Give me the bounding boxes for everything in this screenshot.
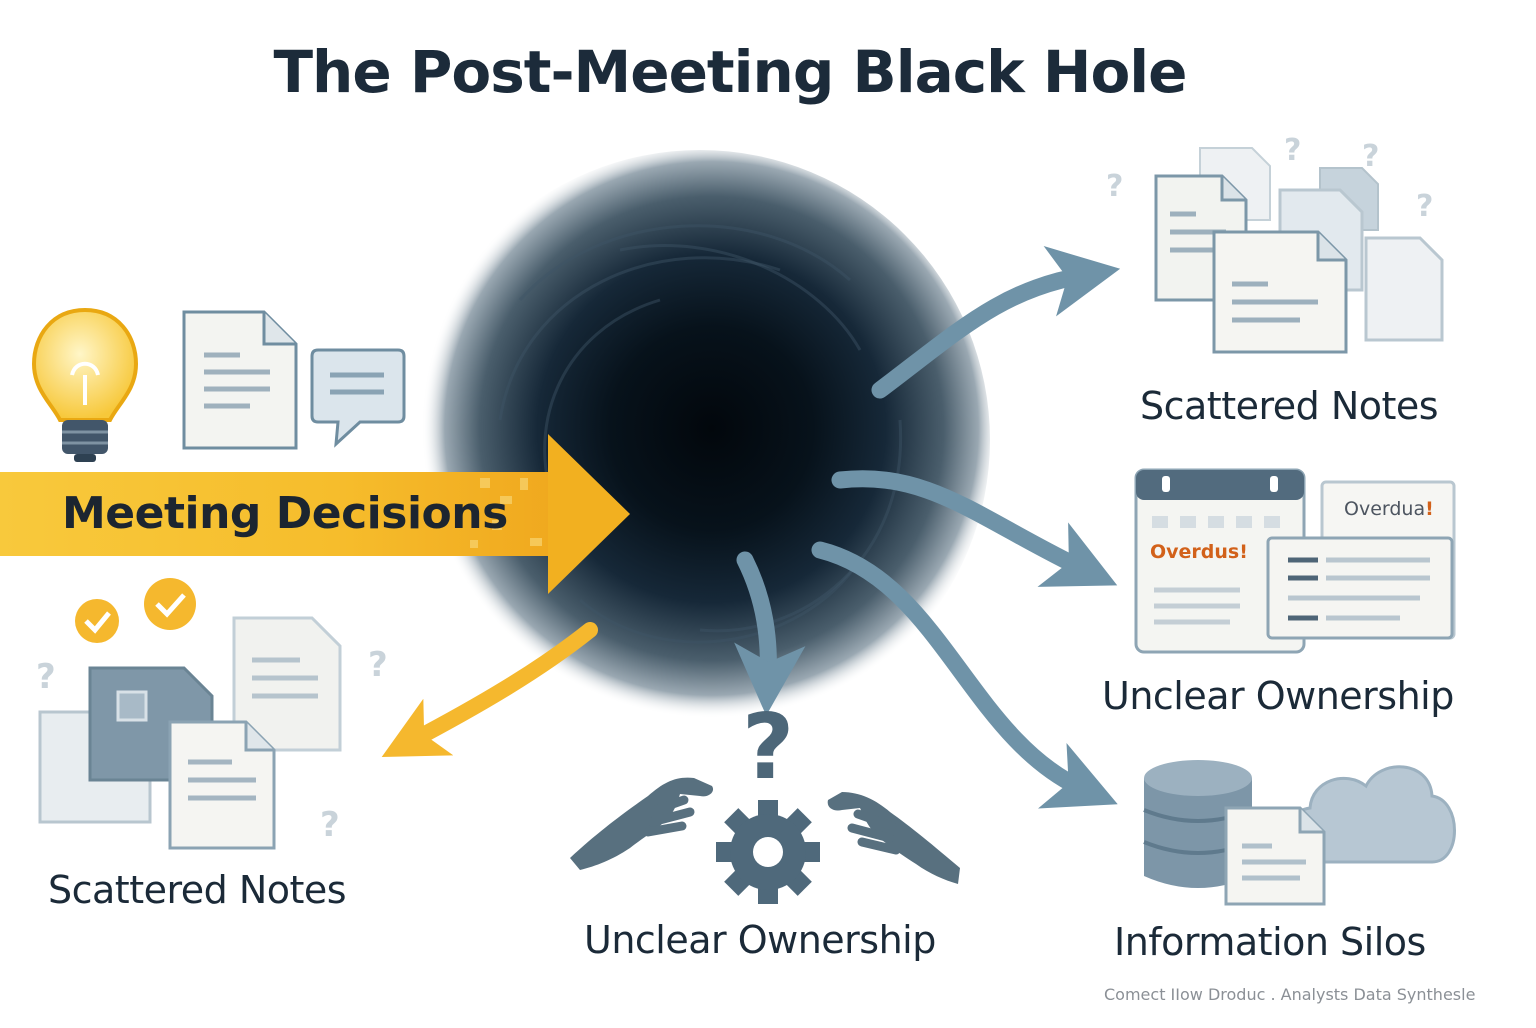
overdue-card-front xyxy=(1266,536,1454,640)
black-hole xyxy=(410,150,990,730)
overdue-badge-back-mark: ! xyxy=(1425,498,1434,520)
check-circle-icon xyxy=(144,578,196,630)
yellow-arrow-left xyxy=(381,622,598,757)
question-marks-left: ? ? ? xyxy=(36,645,388,845)
label-meeting-decisions: Meeting Decisions xyxy=(62,488,508,539)
arrow-to-information-silos xyxy=(811,541,1118,809)
label-unclear-ownership-bottom: Unclear Ownership xyxy=(584,918,936,962)
question-mark-icon: ? xyxy=(320,805,340,845)
question-mark-icon: ? xyxy=(1362,139,1379,174)
label-scattered-notes-left: Scattered Notes xyxy=(48,868,347,912)
document-icon xyxy=(1224,806,1326,906)
page-title: The Post-Meeting Black Hole xyxy=(273,38,1187,106)
question-mark-icon: ? xyxy=(1284,133,1301,168)
overdue-badge-back: Overdua! xyxy=(1344,498,1434,520)
lightbulb-icon xyxy=(31,307,139,462)
label-scattered-notes-right: Scattered Notes xyxy=(1140,384,1439,428)
hand-icon xyxy=(570,777,714,870)
footer-credit: Comect IIow Droduc . Analysts Data Synth… xyxy=(1104,985,1476,1004)
question-mark-icon: ? xyxy=(1106,169,1123,204)
question-mark-icon: ? xyxy=(742,695,794,800)
question-mark-icon: ? xyxy=(1416,189,1433,224)
gear-icon xyxy=(716,800,820,904)
question-mark-icon: ? xyxy=(368,645,388,685)
overdue-badge-back-text: Overdua xyxy=(1344,498,1426,520)
chat-bubble-icon xyxy=(310,348,406,448)
arrow-to-bottom-ownership xyxy=(734,551,806,716)
outflow-arrows xyxy=(734,246,1121,809)
arrow-to-unclear-ownership xyxy=(831,470,1118,587)
question-marks-right: ? ? ? ? xyxy=(1106,133,1433,224)
scattered-notes-right-cluster xyxy=(1154,147,1444,354)
overdue-badge-front: Overdus! xyxy=(1150,541,1248,563)
calendar-icon xyxy=(1134,468,1306,654)
label-unclear-ownership-right: Unclear Ownership xyxy=(1102,674,1454,718)
arrow-to-scattered-notes xyxy=(871,246,1121,399)
label-information-silos: Information Silos xyxy=(1114,920,1426,964)
document-icon xyxy=(182,310,298,450)
decisions-flow-arrow xyxy=(0,434,630,594)
question-mark-icon: ? xyxy=(36,657,56,697)
check-circle-icon xyxy=(75,599,119,643)
scattered-notes-left-cluster xyxy=(38,616,342,850)
hand-icon xyxy=(827,792,960,884)
